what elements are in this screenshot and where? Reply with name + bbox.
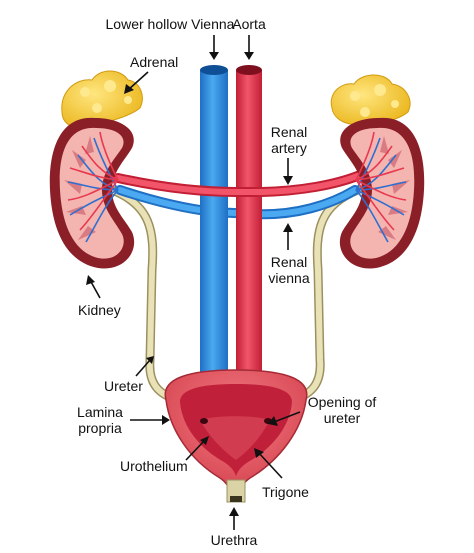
opening-of-ureter-label-line2: ureter (323, 410, 361, 426)
lower-hollow-vienna-vessel (200, 65, 228, 375)
right-ureter (287, 185, 363, 405)
left-adrenal-gland (61, 70, 143, 129)
right-kidney (339, 117, 425, 269)
lower-hollow-vienna-label: Lower hollow Vienna (105, 16, 235, 32)
trigone-label: Trigone (262, 484, 309, 500)
renal-artery-label-line2: artery (271, 140, 307, 156)
kidney-label: Kidney (78, 302, 121, 318)
bladder (164, 369, 308, 497)
aorta-vessel (236, 65, 262, 375)
left-ureter (107, 185, 183, 405)
left-kidney (49, 117, 135, 269)
aorta-label: Aorta (232, 16, 266, 32)
urethra-tube (226, 479, 246, 503)
lamina-propria-label-line1: Lamina (77, 404, 123, 420)
urethra-label: Urethra (210, 532, 258, 548)
adrenal-label: Adrenal (130, 54, 179, 70)
renal-vienna-label-line2: vienna (268, 270, 310, 286)
renal-vienna-label-line1: Renal (270, 254, 308, 270)
ureter-label: Ureter (104, 378, 143, 394)
lamina-propria-label-line2: propria (78, 420, 122, 436)
renal-artery (113, 170, 365, 197)
urothelium-label: Urothelium (120, 458, 188, 474)
renal-artery-label-line1: Renal (270, 124, 308, 140)
pointer-arrows (86, 35, 301, 530)
right-adrenal-gland (330, 74, 411, 125)
opening-of-ureter-label-line1: Opening of (307, 394, 377, 410)
